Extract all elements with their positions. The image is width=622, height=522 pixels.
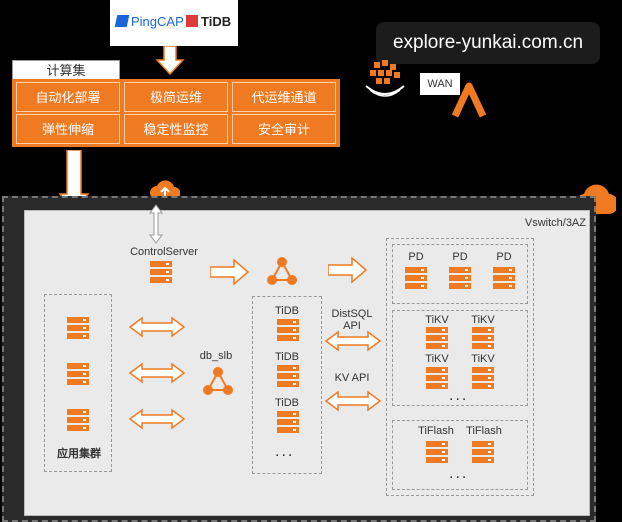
tidb-mark-icon — [186, 15, 198, 27]
tidb-server-icon — [277, 319, 299, 343]
kv-api-label: KV API — [334, 372, 370, 384]
wan-person-icon — [452, 82, 486, 118]
pingcap-logo: PingCAP — [114, 14, 184, 29]
control-server-link-arrow — [149, 204, 163, 244]
tidb-column-box: TiDB TiDB TiDB ... — [252, 296, 322, 474]
tikv-server-icon — [426, 367, 448, 391]
db-slb-hub-icon — [203, 367, 233, 395]
compute-cluster: 自动化部署 极简运维 代运维通道 弹性伸缩 稳定性监控 安全审计 — [12, 79, 340, 147]
cloud-provider-logo-icon — [365, 60, 405, 97]
hub-to-pd-arrow — [328, 256, 368, 284]
app-server-icon — [67, 317, 89, 341]
control-server-icon — [150, 261, 172, 285]
app-slb-double-arrow-2 — [128, 362, 186, 384]
tikv-server-icon — [472, 327, 494, 351]
tikv-ellipsis: ... — [449, 387, 469, 404]
vswitch-area — [24, 210, 590, 516]
tikv-server-icon — [472, 367, 494, 391]
pingcap-logo-text: PingCAP — [131, 14, 184, 29]
tidb-server-icon — [277, 365, 299, 389]
cluster-cell-ops-channel: 代运维通道 — [232, 82, 336, 112]
app-slb-double-arrow-3 — [128, 408, 186, 430]
tiflash-node-label: TiFlash — [418, 425, 454, 437]
tidb-pd-double-arrow — [324, 330, 382, 352]
tiflash-server-icon — [426, 441, 448, 465]
vendor-logo-box: PingCAP TiDB — [110, 0, 238, 46]
cluster-cell-security-audit: 安全审计 — [232, 114, 336, 144]
db-slb-label: db_slb — [199, 350, 233, 362]
wan-label: WAN — [420, 73, 460, 95]
pd-node-label: PD — [452, 251, 468, 263]
tiflash-node-label: TiFlash — [466, 425, 502, 437]
app-slb-double-arrow-1 — [128, 316, 186, 338]
cluster-cell-simple-ops: 极简运维 — [124, 82, 228, 112]
tikv-node-label: TiKV — [471, 314, 495, 326]
app-cluster-box: 应用集群 — [44, 294, 112, 472]
app-server-icon — [67, 409, 89, 433]
distsql-label-line1: DistSQL — [331, 308, 373, 320]
tidb-ellipsis: ... — [275, 443, 295, 460]
tikv-node-label: TiKV — [425, 314, 449, 326]
cluster-cell-auto-deploy: 自动化部署 — [16, 82, 120, 112]
pd-server-icon — [405, 267, 427, 291]
vendor-to-cluster-arrow — [155, 46, 185, 76]
storage-layer-box — [386, 238, 534, 496]
app-server-icon — [67, 363, 89, 387]
tidb-server-icon — [277, 411, 299, 435]
pd-group-box: PD PD PD — [392, 244, 528, 304]
pingcap-mark-icon — [114, 15, 130, 27]
cluster-cell-stability-monitor: 稳定性监控 — [124, 114, 228, 144]
tidb-tikv-double-arrow — [324, 390, 382, 412]
tiflash-group-box: TiFlash TiFlash ... — [392, 420, 528, 490]
tikv-server-icon — [426, 327, 448, 351]
control-server-label: ControlServer — [130, 246, 198, 258]
scheduler-hub-icon — [267, 257, 297, 285]
distsql-api-label: DistSQL API — [326, 308, 378, 332]
app-cluster-label: 应用集群 — [57, 448, 101, 460]
tikv-node-label: TiKV — [425, 353, 449, 365]
distsql-label-line2: API — [343, 320, 361, 332]
tiflash-ellipsis: ... — [449, 465, 469, 482]
tikv-group-box: TiKV TiKV TiKV TiKV ... — [392, 310, 528, 406]
pd-server-icon — [449, 267, 471, 291]
cluster-title: 计算集 — [12, 60, 120, 82]
tidb-node-label: TiDB — [274, 305, 300, 317]
vswitch-label: Vswitch/3AZ — [524, 217, 586, 229]
tidb-logo-text: TiDB — [201, 14, 232, 29]
pd-server-icon — [493, 267, 515, 291]
pd-node-label: PD — [496, 251, 512, 263]
tidb-node-label: TiDB — [274, 351, 300, 363]
tidb-node-label: TiDB — [274, 397, 300, 409]
cluster-cell-elastic-scaling: 弹性伸缩 — [16, 114, 120, 144]
tikv-node-label: TiKV — [471, 353, 495, 365]
tiflash-server-icon — [472, 441, 494, 465]
control-to-hub-arrow — [210, 258, 250, 286]
tidb-logo: TiDB — [186, 14, 231, 29]
watermark-label: explore-yunkai.com.cn — [376, 22, 600, 64]
pd-node-label: PD — [408, 251, 424, 263]
